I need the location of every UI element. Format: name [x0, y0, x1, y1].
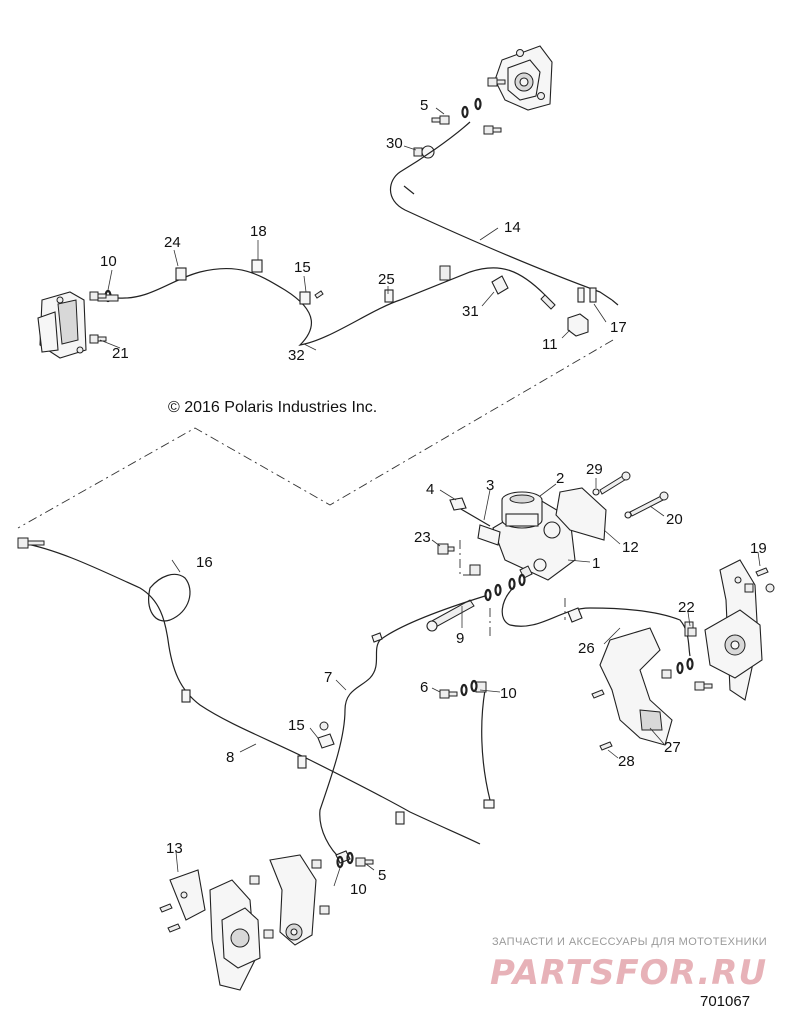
callout-20: 20 [666, 511, 683, 528]
copyright-notice: © 2016 Polaris Industries Inc. [168, 399, 377, 416]
bracket-icon [555, 487, 607, 541]
clip-icon [317, 721, 335, 749]
callout-11: 11 [542, 336, 558, 353]
bolt-icon [159, 851, 374, 939]
bolt-icon [661, 567, 775, 691]
callout-27: 27 [664, 739, 681, 756]
leader-lines [99, 107, 761, 887]
callout-18: 18 [250, 223, 267, 240]
callout-10: 10 [500, 685, 517, 702]
banjo-fitting-icon [413, 145, 435, 159]
callout-30: 30 [386, 135, 403, 152]
callout-12: 12 [622, 539, 639, 556]
watermark-brand: PARTSFOR.RU [490, 953, 767, 993]
callout-25: 25 [378, 271, 395, 288]
pushrod-icon [449, 497, 491, 527]
callout-4: 4 [426, 481, 434, 498]
callout-15: 15 [288, 717, 305, 734]
callout-13: 13 [166, 840, 183, 857]
watermark-tagline: ЗАПЧАСТИ И АКСЕССУАРЫ ДЛЯ МОТОТЕХНИКИ [492, 936, 767, 948]
callout-22: 22 [678, 599, 695, 616]
callout-16: 16 [196, 554, 213, 571]
callout-24: 24 [164, 234, 181, 251]
caliper-right-icon [704, 559, 763, 701]
park-brake-cable-8 [17, 537, 481, 845]
brake-line-14 [389, 121, 619, 306]
callout-labels: 5 30 14 24 18 15 25 10 21 32 31 11 17 4 … [100, 97, 767, 898]
callout-15: 15 [294, 259, 311, 276]
bolt-icon [439, 679, 478, 699]
callout-8: 8 [226, 749, 234, 766]
callout-2: 2 [556, 470, 564, 487]
callout-28: 28 [618, 753, 635, 770]
brake-line-10 [475, 681, 495, 809]
brake-line-32 [97, 265, 556, 346]
callout-5: 5 [378, 867, 386, 884]
watermark: ЗАПЧАСТИ И АКСЕССУАРЫ ДЛЯ МОТОТЕХНИКИ PA… [490, 936, 767, 993]
callout-26: 26 [578, 640, 595, 657]
o-ring-icon [104, 97, 482, 303]
bolt-icon [437, 471, 669, 555]
callout-10: 10 [100, 253, 117, 270]
bolt-icon [431, 77, 506, 135]
callout-9: 9 [456, 630, 464, 647]
diagram-number: 701067 [700, 993, 750, 1010]
callout-6: 6 [420, 679, 428, 696]
master-cylinder-icon [477, 491, 576, 581]
callout-10: 10 [350, 881, 367, 898]
callout-17: 17 [610, 319, 627, 336]
callout-21: 21 [112, 345, 129, 362]
bolt-icon [591, 689, 613, 751]
clip-icon [175, 259, 597, 337]
caliper-upper-left-icon [37, 291, 87, 359]
callout-31: 31 [462, 303, 479, 320]
callout-29: 29 [586, 461, 603, 478]
callout-1: 1 [592, 555, 600, 572]
callout-14: 14 [504, 219, 521, 236]
brake-line-26 [501, 585, 694, 657]
callout-23: 23 [414, 529, 431, 546]
callout-5: 5 [420, 97, 428, 114]
callout-19: 19 [750, 540, 767, 557]
guide-lines [17, 339, 614, 640]
callout-32: 32 [288, 347, 305, 364]
callout-3: 3 [486, 477, 494, 494]
guard-icon [599, 627, 673, 746]
caliper-upper-right-icon [494, 45, 553, 111]
cable-strap-16 [148, 573, 191, 622]
fitting-icon [426, 564, 526, 632]
caliper-lower-left-icon [169, 854, 317, 991]
callout-7: 7 [324, 669, 332, 686]
